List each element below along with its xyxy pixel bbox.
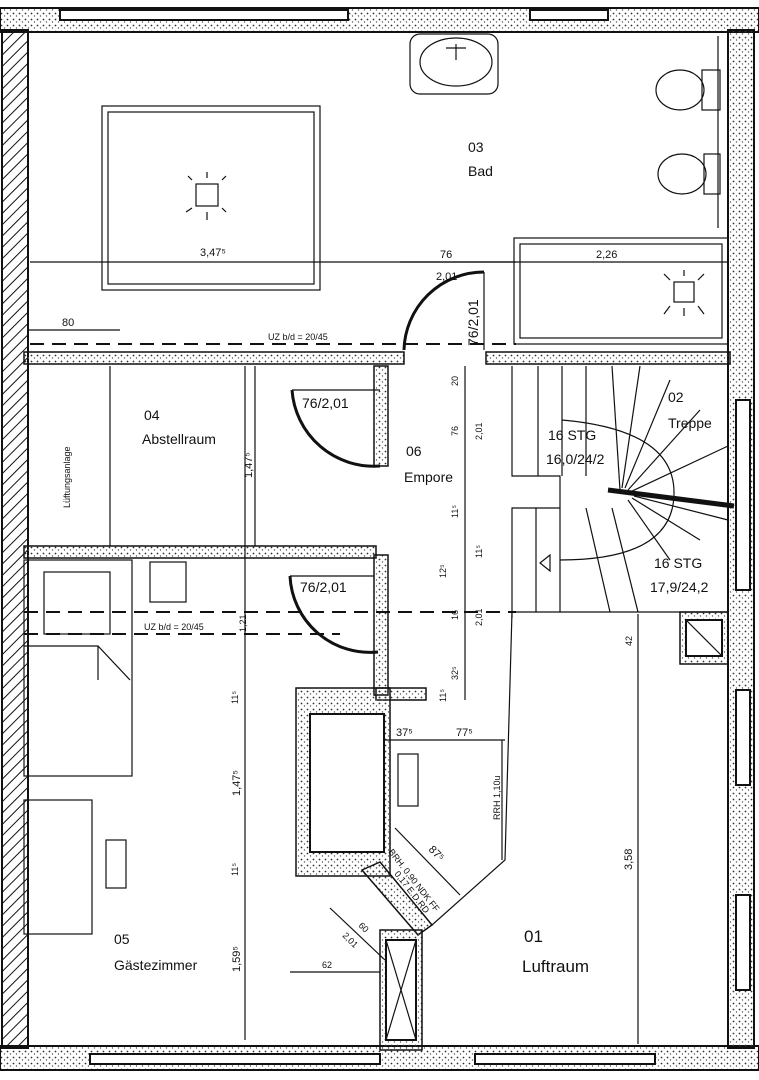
dim-label: 11⁵ bbox=[230, 863, 240, 876]
interior-walls bbox=[23, 351, 731, 1051]
dim-label: 60 bbox=[357, 920, 371, 934]
washbasin-icon bbox=[409, 33, 499, 95]
dim-label: 1,47⁵ bbox=[243, 452, 255, 478]
dim-label: 76/2,01 bbox=[465, 299, 481, 346]
dim-label: 12⁵ bbox=[438, 564, 448, 578]
dim-label: 16 bbox=[450, 610, 460, 620]
room-number-treppe: 02 bbox=[668, 389, 684, 405]
dashed-lines bbox=[24, 343, 516, 635]
dim-label: 2,01 bbox=[474, 422, 484, 440]
dim-label: 11⁵ bbox=[450, 505, 460, 518]
dim-label: 2,26 bbox=[596, 249, 617, 261]
doors bbox=[288, 270, 485, 654]
dim-label: 87⁵ bbox=[426, 844, 446, 864]
room-number-empore: 06 bbox=[406, 443, 422, 459]
room-number-bad: 03 bbox=[468, 139, 484, 155]
room-number-luftraum: 01 bbox=[524, 927, 543, 946]
uz-top-label: UZ b/d = 20/45 bbox=[268, 332, 328, 342]
dim-label: 3,58 bbox=[623, 849, 635, 870]
dim-label: 1,47⁵ bbox=[231, 770, 243, 796]
staircase bbox=[511, 365, 735, 613]
dim-label: 3,47⁵ bbox=[200, 247, 226, 259]
stair-upper-ratio: 16,0/24/2 bbox=[546, 451, 605, 467]
dim-label: 11⁵ bbox=[438, 689, 448, 702]
dim-label: 20 bbox=[450, 376, 460, 386]
dim-label: 2,01 bbox=[436, 271, 457, 283]
dim-label: 32⁵ bbox=[450, 666, 460, 680]
stair-upper-steps: 16 STG bbox=[548, 427, 596, 443]
dim-label: 62 bbox=[322, 960, 332, 970]
room-number-gaestezimmer: 05 bbox=[114, 931, 130, 947]
exterior-walls bbox=[0, 7, 759, 1071]
room-number-abstellraum: 04 bbox=[144, 407, 160, 423]
dimension-labels: 3,47⁵ 76 2,01 2,26 80 76/2,01 76/2,01 76… bbox=[62, 247, 635, 972]
room-name-bad: Bad bbox=[468, 163, 493, 179]
rrh-label: RRH 1,10u bbox=[492, 775, 502, 820]
dim-label: 42 bbox=[624, 636, 634, 646]
toilet-icon bbox=[655, 69, 721, 111]
dim-label: 11⁵ bbox=[474, 545, 484, 558]
guest-room-furniture bbox=[23, 559, 419, 935]
dimension-lines bbox=[28, 261, 639, 1044]
room-name-gaestezimmer: Gästezimmer bbox=[114, 957, 198, 973]
dim-label: 1,59⁵ bbox=[231, 946, 243, 972]
room-name-empore: Empore bbox=[404, 469, 453, 485]
dim-label: 80 bbox=[62, 317, 74, 329]
room-labels: 03 Bad 02 Treppe 04 Abstellraum 06 Empor… bbox=[114, 139, 712, 976]
uz-mid-label: UZ b/d = 20/45 bbox=[144, 622, 204, 632]
dim-label: 37⁵ bbox=[396, 727, 413, 739]
dim-label: 76/2,01 bbox=[300, 579, 347, 595]
dim-label: 77⁵ bbox=[456, 727, 473, 739]
dim-label: 1,21 bbox=[238, 614, 248, 632]
dim-label: 76/2,01 bbox=[302, 395, 349, 411]
lueftungsanlage-label: Lüftungsanlage bbox=[62, 446, 72, 508]
stair-lower-steps: 16 STG bbox=[654, 555, 702, 571]
dim-label: 2,01 bbox=[474, 608, 484, 626]
room-name-treppe: Treppe bbox=[668, 415, 712, 431]
room-name-luftraum: Luftraum bbox=[522, 957, 589, 976]
dim-label: 76 bbox=[440, 249, 452, 261]
shower-tray bbox=[513, 237, 729, 345]
bidet-icon bbox=[657, 153, 721, 195]
bathroom-fixtures bbox=[30, 33, 729, 345]
stair-lower-ratio: 17,9/24,2 bbox=[650, 579, 709, 595]
room-name-abstellraum: Abstellraum bbox=[142, 431, 216, 447]
dim-label: 11⁵ bbox=[230, 691, 240, 704]
ceiling-light-icon bbox=[185, 172, 227, 220]
dim-label: 76 bbox=[450, 426, 460, 436]
